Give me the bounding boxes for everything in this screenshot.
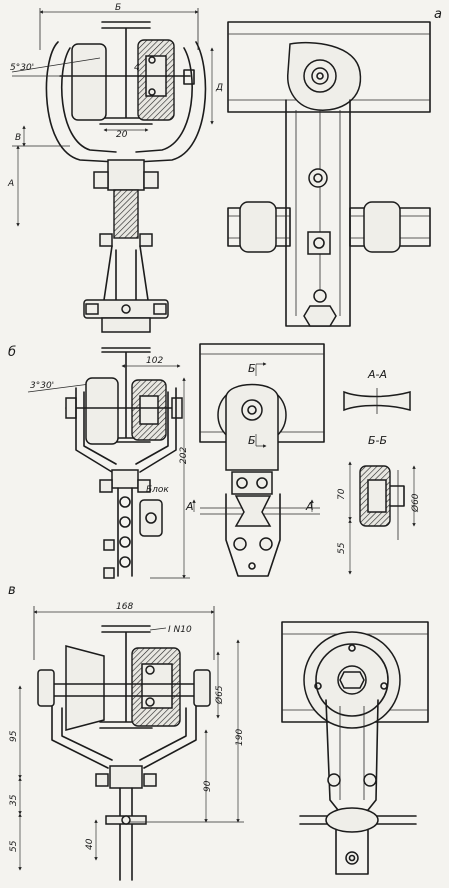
dim-168-label: 168 xyxy=(116,602,133,612)
dim-70-label: 70 xyxy=(337,488,347,500)
dim-90-label: 90 xyxy=(203,780,213,792)
dim-55c-label: 55 xyxy=(9,840,19,852)
panel-b: б 102 3°30' xyxy=(8,343,421,579)
panel-a-front-view xyxy=(227,21,431,327)
panel-a-label: а xyxy=(434,7,442,22)
angle-3-30-label: 3°30' xyxy=(30,381,54,391)
dim-b-label: Б xyxy=(115,3,121,13)
bearing-note: 4 xyxy=(134,63,140,73)
cut-b-bottom-label: Б xyxy=(248,434,256,447)
dim-20-label: 20 xyxy=(116,130,128,140)
panel-c-side-view: 168 I N10 9 xyxy=(9,602,245,881)
dim-102-label: 102 xyxy=(146,356,163,366)
dim-a-label: А xyxy=(7,179,14,189)
dim-d60-label: Ø60 xyxy=(410,493,421,513)
section-aa-label: А-А xyxy=(367,368,387,381)
dim-202-label: 202 xyxy=(179,447,189,464)
section-aa: А-А xyxy=(343,368,411,414)
dim-95-label: 95 xyxy=(9,730,19,742)
panel-a: а Б 4 20 5°30' xyxy=(7,3,442,333)
panel-c: в 168 I N10 xyxy=(8,583,429,881)
panel-c-label: в xyxy=(8,583,16,598)
dim-40-label: 40 xyxy=(85,838,95,850)
section-bb-label: Б-Б xyxy=(368,434,387,447)
block-label: Блок xyxy=(146,485,169,495)
cut-a-left-label: А xyxy=(185,500,194,513)
dim-190-label: 190 xyxy=(235,729,245,746)
angle-5-30-label: 5°30' xyxy=(10,63,34,73)
dim-35-label: 35 xyxy=(9,794,19,806)
dim-d65-label: Ø65 xyxy=(214,685,225,705)
panel-b-side-view: 102 3°30' xyxy=(27,347,190,579)
panel-a-side-view: Б 4 20 5°30' Д В xyxy=(7,3,223,333)
panel-b-label: б xyxy=(8,345,16,360)
section-bb: Б-Б 70 55 Ø60 xyxy=(337,434,421,575)
cut-a-right-label: А xyxy=(305,500,314,513)
panel-b-front-view: Б Б А А xyxy=(185,343,325,577)
dim-v-label: В xyxy=(15,133,21,143)
beam-label: I N10 xyxy=(168,625,192,635)
panel-c-front-view xyxy=(281,621,429,875)
cut-b-top-label: Б xyxy=(248,362,256,375)
dim-d-label: Д xyxy=(215,83,223,93)
dim-55b-label: 55 xyxy=(337,542,347,554)
